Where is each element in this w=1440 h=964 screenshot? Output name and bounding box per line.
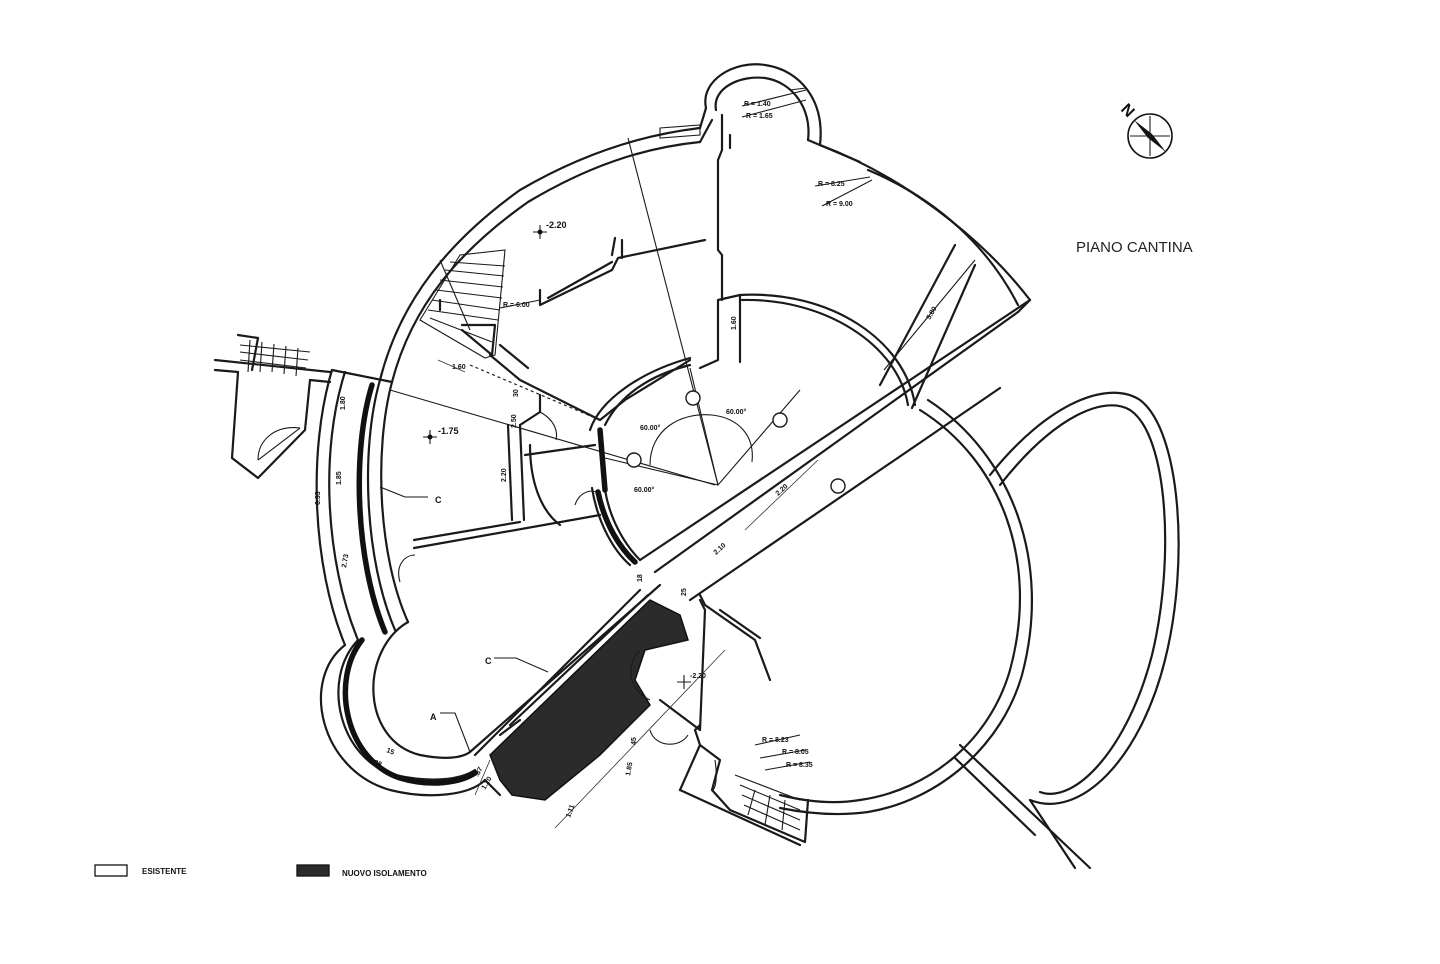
column (626, 452, 642, 468)
radius-leaders (499, 87, 873, 771)
dim-045: 45 (631, 737, 638, 745)
radius-r900: R = 9.00 (826, 201, 853, 208)
north-compass: N (1117, 101, 1173, 159)
radius-r600: R = 6.00 (503, 302, 530, 309)
marker-c-lower: C (485, 656, 492, 666)
dim-220-room: 2.20 (501, 468, 508, 482)
dim-633: 6.33 (315, 491, 322, 505)
level-middle: -1.75 (438, 426, 459, 436)
column (685, 390, 701, 406)
legend: ESISTENTE NUOVO ISOLAMENTO (94, 864, 427, 878)
level-lower: -2.20 (690, 673, 706, 680)
column (830, 478, 846, 494)
level-marker-lower (677, 675, 691, 689)
dim-111: 1.11 (565, 804, 576, 819)
level-marker-upper (533, 225, 547, 239)
dim-025: 25 (681, 588, 688, 596)
dim-185b: 1.85 (625, 762, 634, 777)
level-upper: -2.20 (546, 220, 567, 230)
dim-738: 7.38 (367, 757, 382, 768)
dim-210: 2.10 (713, 542, 728, 556)
central-hall (588, 293, 917, 567)
marker-c-left: C (435, 495, 442, 505)
insulation-block (473, 588, 689, 801)
marker-a: A (430, 712, 437, 722)
dim-250: 2.50 (511, 414, 518, 428)
dimension-lines (437, 359, 819, 829)
legend-swatch-existing (94, 864, 128, 877)
dim-087: .87 (474, 766, 485, 778)
section-markers (379, 486, 549, 753)
radius-r805: R = 8.05 (782, 749, 809, 756)
legend-label-new-insulation: NUOVO ISOLAMENTO (342, 869, 427, 878)
left-wing (315, 368, 716, 797)
dim-015: 15 (385, 747, 395, 756)
plan-title: PIANO CANTINA (1076, 239, 1193, 256)
dim-273: 2.73 (341, 554, 350, 569)
dim-180: 1.80 (340, 396, 347, 410)
dim-580: 5.80 (926, 306, 939, 321)
legend-label-existing: ESISTENTE (142, 867, 187, 876)
dim-018: 18 (637, 574, 644, 582)
angle-west: 60.00° (640, 424, 661, 432)
angle-south: 60.00° (634, 486, 655, 494)
left-stair-block (213, 333, 332, 480)
dim-030: 30 (513, 389, 520, 397)
dim-160-west: 1.60 (452, 364, 466, 371)
radius-r825: R = 8.25 (818, 181, 845, 188)
lower-right-stair (649, 598, 810, 847)
dim-160-north: 1.60 (731, 316, 738, 330)
north-label: N (1117, 101, 1137, 121)
radius-r165: R = 1.65 (746, 113, 773, 120)
level-marker-middle (423, 430, 437, 444)
radius-r835: R = 8.35 (786, 762, 813, 769)
radius-r823: R = 8.23 (762, 737, 789, 744)
dim-185: 1.85 (336, 471, 343, 485)
angle-north: 60.00° (726, 408, 747, 416)
outer-wall (378, 63, 1032, 384)
east-room (778, 391, 1180, 870)
upper-room (419, 124, 742, 486)
legend-swatch-new-insulation (296, 864, 330, 877)
corridor (638, 243, 1032, 682)
radius-r140: R = 1.40 (744, 101, 771, 108)
column (772, 412, 788, 428)
